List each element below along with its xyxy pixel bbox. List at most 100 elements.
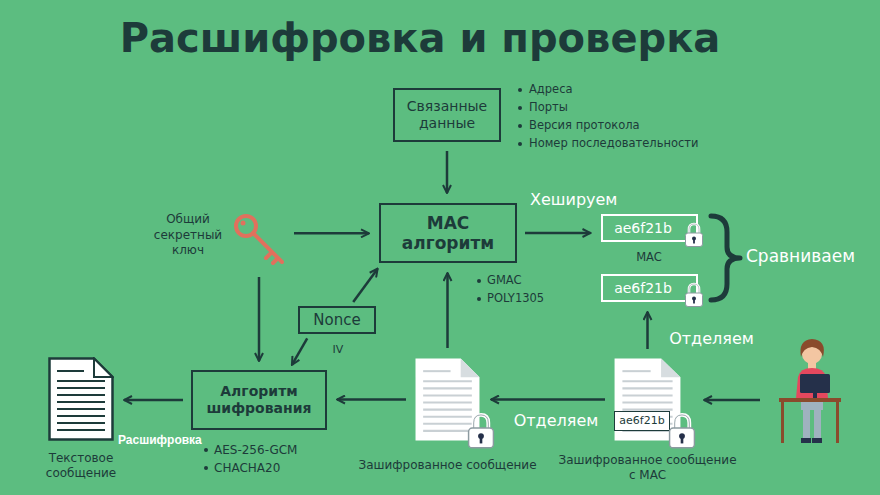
node-label: Алгоритм шифрования xyxy=(199,383,319,417)
data-to-mac-arrow xyxy=(446,151,449,193)
split-mac-arrow xyxy=(646,312,649,349)
secret-key-icon: Общий секретный ключ xyxy=(232,212,286,268)
document-line xyxy=(622,380,672,382)
person-illustration xyxy=(779,339,841,443)
bullet xyxy=(518,142,522,146)
bullet xyxy=(204,448,208,452)
key-hole xyxy=(241,221,246,226)
person-arrow xyxy=(704,399,760,402)
desk-leg xyxy=(836,402,839,443)
mac-algorithm-item: POLY1305 xyxy=(487,292,544,306)
associated-data-item: Номер последовательности xyxy=(529,137,698,151)
iv-label: IV xyxy=(333,343,344,356)
bullet xyxy=(477,297,481,301)
lock-icon xyxy=(469,415,494,448)
lock-icon xyxy=(686,224,703,247)
key-to-mac-arrow xyxy=(294,232,369,235)
associated-data-item: Версия протокола xyxy=(529,119,640,133)
cipher-algorithm-item: CHACHA20 xyxy=(214,461,280,475)
node-caption: Зашифрованное сообщение с MAC xyxy=(556,453,740,483)
nonce-to-mac-arrow xyxy=(353,269,377,302)
text-document: Текстовое сообщение xyxy=(48,357,114,441)
document-page xyxy=(615,359,681,441)
document-line xyxy=(622,370,650,372)
document-line xyxy=(622,387,672,389)
key-outline xyxy=(232,212,286,268)
document-line xyxy=(57,401,105,403)
person-shoe xyxy=(801,438,811,443)
lock-icon xyxy=(670,415,695,448)
edge-label: Отделяем xyxy=(669,329,754,348)
mac-value-box: ae6f21b xyxy=(601,214,698,242)
node-caption: Зашифрованное сообщение xyxy=(358,458,536,473)
document-line xyxy=(622,402,672,404)
encrypted-document-with-mac: Зашифрованное сообщение с MACae6f21b xyxy=(613,357,682,442)
document-line xyxy=(423,394,472,396)
person-leg xyxy=(814,408,821,439)
edge-label: Отделяем xyxy=(514,411,599,430)
decrypt-arrow xyxy=(124,399,183,402)
node-caption: Общий секретный ключ xyxy=(146,212,232,259)
document-fold xyxy=(661,359,680,378)
key-shaft xyxy=(253,233,282,263)
document-line xyxy=(57,422,105,424)
document-outline xyxy=(414,357,481,442)
monitor-stand xyxy=(813,393,817,398)
associated-data-item: Адреса xyxy=(529,83,573,97)
document-line xyxy=(423,380,472,382)
associated-data-box: Связанные данные xyxy=(393,88,501,142)
person-shoe xyxy=(812,438,822,443)
cipher-algorithm-box: Алгоритм шифрования xyxy=(191,370,327,430)
embedded-mac-box: ae6f21b xyxy=(614,411,670,431)
bullet xyxy=(204,466,208,470)
split-arrow xyxy=(491,398,605,401)
cipher-algorithm-item: AES-256-GCM xyxy=(214,443,297,457)
mac-algorithm-box: MAC алгоритм xyxy=(379,203,517,263)
node-label: Nonce xyxy=(313,311,360,329)
document-line xyxy=(57,380,105,382)
document-line xyxy=(57,408,105,410)
mac-algorithm-item: GMAC xyxy=(487,274,522,288)
monitor xyxy=(800,374,830,393)
document-line xyxy=(423,387,472,389)
encrypted-document: Зашифрованное сообщение xyxy=(414,357,481,442)
edge-label: Хешируем xyxy=(530,190,617,209)
bullet xyxy=(518,88,522,92)
document-line xyxy=(622,394,672,396)
document-fold xyxy=(461,359,480,378)
document-line xyxy=(423,402,472,404)
compare-label: Сравниваем xyxy=(746,246,855,266)
document-line xyxy=(57,415,105,417)
key-to-cipher-arrow xyxy=(258,277,261,361)
diagram-title: Расшифровка и проверка xyxy=(0,14,840,62)
ciphertext-to-cipher-arrow xyxy=(337,398,406,401)
decrypt-label: Расшифровка xyxy=(118,433,202,447)
node-label: Связанные данные xyxy=(401,98,493,132)
nonce-box: Nonce xyxy=(298,306,376,334)
bullet xyxy=(518,124,522,128)
person-hair xyxy=(800,339,823,357)
node-label: MAC алгоритм xyxy=(387,213,509,254)
node-caption: Текстовое сообщение xyxy=(33,451,129,481)
document-line xyxy=(57,429,105,431)
document-outline xyxy=(48,357,114,441)
compare-brace xyxy=(711,216,740,300)
bullet xyxy=(477,279,481,283)
document-fold xyxy=(94,359,113,378)
associated-data-item: Порты xyxy=(529,101,568,115)
desk-leg xyxy=(781,402,784,443)
mac-caption: MAC xyxy=(636,251,662,265)
node-label: ae6f21b xyxy=(614,280,672,297)
document-line xyxy=(57,370,84,372)
nonce-to-cipher-arrow xyxy=(292,338,307,364)
document-line xyxy=(423,423,472,425)
node-label: ae6f21b xyxy=(614,220,672,237)
node-label: ae6f21b xyxy=(619,414,664,427)
document-page xyxy=(50,359,113,440)
document-line xyxy=(423,416,472,418)
hash-arrow xyxy=(525,232,591,235)
document-line xyxy=(423,370,450,372)
document-line xyxy=(423,430,472,432)
bullet xyxy=(518,106,522,110)
